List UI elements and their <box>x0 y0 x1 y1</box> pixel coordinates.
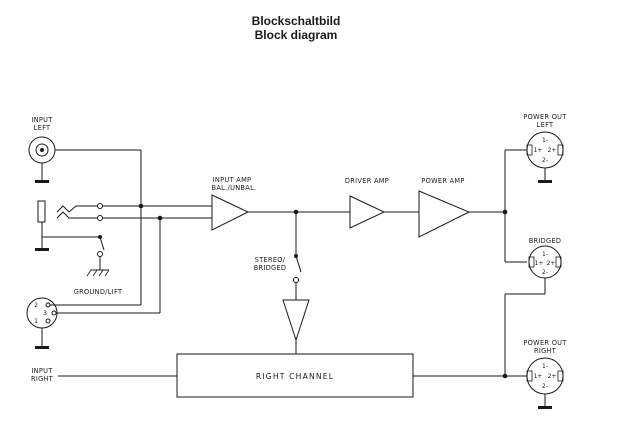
ground-lift-switch-icon <box>86 235 110 277</box>
right-channel-block <box>176 353 414 398</box>
xlr-pin-3: 3 <box>43 310 47 317</box>
power-out-left-label-2: LEFT <box>537 121 554 129</box>
input-amp-label-1: INPUT AMP <box>213 176 252 184</box>
input-right-label-2: RIGHT <box>31 375 54 383</box>
driver-amp-icon <box>349 195 386 229</box>
title-english: Block diagram <box>255 28 338 42</box>
input-amp-label-2: BAL./UNBAL. <box>212 184 257 192</box>
input-right-label-1: INPUT <box>31 367 53 375</box>
power-out-right-label-1: POWER OUT <box>523 339 567 347</box>
power-out-right-label-2: RIGHT <box>534 347 557 355</box>
power-out-left-label-1: POWER OUT <box>523 113 567 121</box>
speakon-left-pin-1minus: 1- <box>542 137 548 144</box>
stereo-bridged-label-1: STEREO/ <box>255 256 286 264</box>
input-amp-icon <box>211 194 250 231</box>
xlr-pin-1: 1 <box>34 318 38 325</box>
speakon-bridged-pin-2minus: 2- <box>542 269 548 276</box>
driver-amp-label: DRIVER AMP <box>345 177 389 185</box>
speakon-right-pin-2plus: 2+ <box>548 373 557 380</box>
speakon-bridged-pin-1plus: 1+ <box>535 260 544 267</box>
speakon-bridged-pin-2plus: 2+ <box>547 260 556 267</box>
speakon-left-icon <box>526 131 564 183</box>
bridged-label: BRIDGED <box>529 237 562 245</box>
speakon-left-pin-2minus: 2- <box>542 157 548 164</box>
right-channel-label: RIGHT CHANNEL <box>256 372 334 381</box>
input-left-jack-icon <box>28 136 141 183</box>
input-left-label-1: INPUT <box>31 116 53 124</box>
title-german: Blockschaltbild <box>252 14 341 28</box>
stereo-bridged-label-2: BRIDGED <box>254 264 287 272</box>
speakon-bridged-icon <box>528 245 562 279</box>
speakon-left-pin-1plus: 1+ <box>534 147 543 154</box>
speakon-right-pin-1plus: 1+ <box>534 373 543 380</box>
trs-jack-icon <box>35 200 103 251</box>
stereo-bridged-switch-icon <box>293 212 302 300</box>
input-left-label-2: LEFT <box>34 124 51 132</box>
inverter-amp-icon <box>282 299 310 342</box>
speakon-right-icon <box>526 357 564 409</box>
ground-lift-label: GROUND/LIFT <box>74 288 123 296</box>
speakon-right-pin-2minus: 2- <box>542 383 548 390</box>
speakon-right-pin-1minus: 1- <box>542 363 548 370</box>
xlr-pin-2: 2 <box>34 302 38 309</box>
speakon-left-pin-2plus: 2+ <box>548 147 557 154</box>
power-amp-icon <box>418 190 471 238</box>
xlr-input-icon <box>26 297 160 349</box>
speakon-bridged-pin-1minus: 1- <box>542 251 548 258</box>
power-amp-label: POWER AMP <box>421 177 464 185</box>
input-wiring <box>102 150 212 313</box>
